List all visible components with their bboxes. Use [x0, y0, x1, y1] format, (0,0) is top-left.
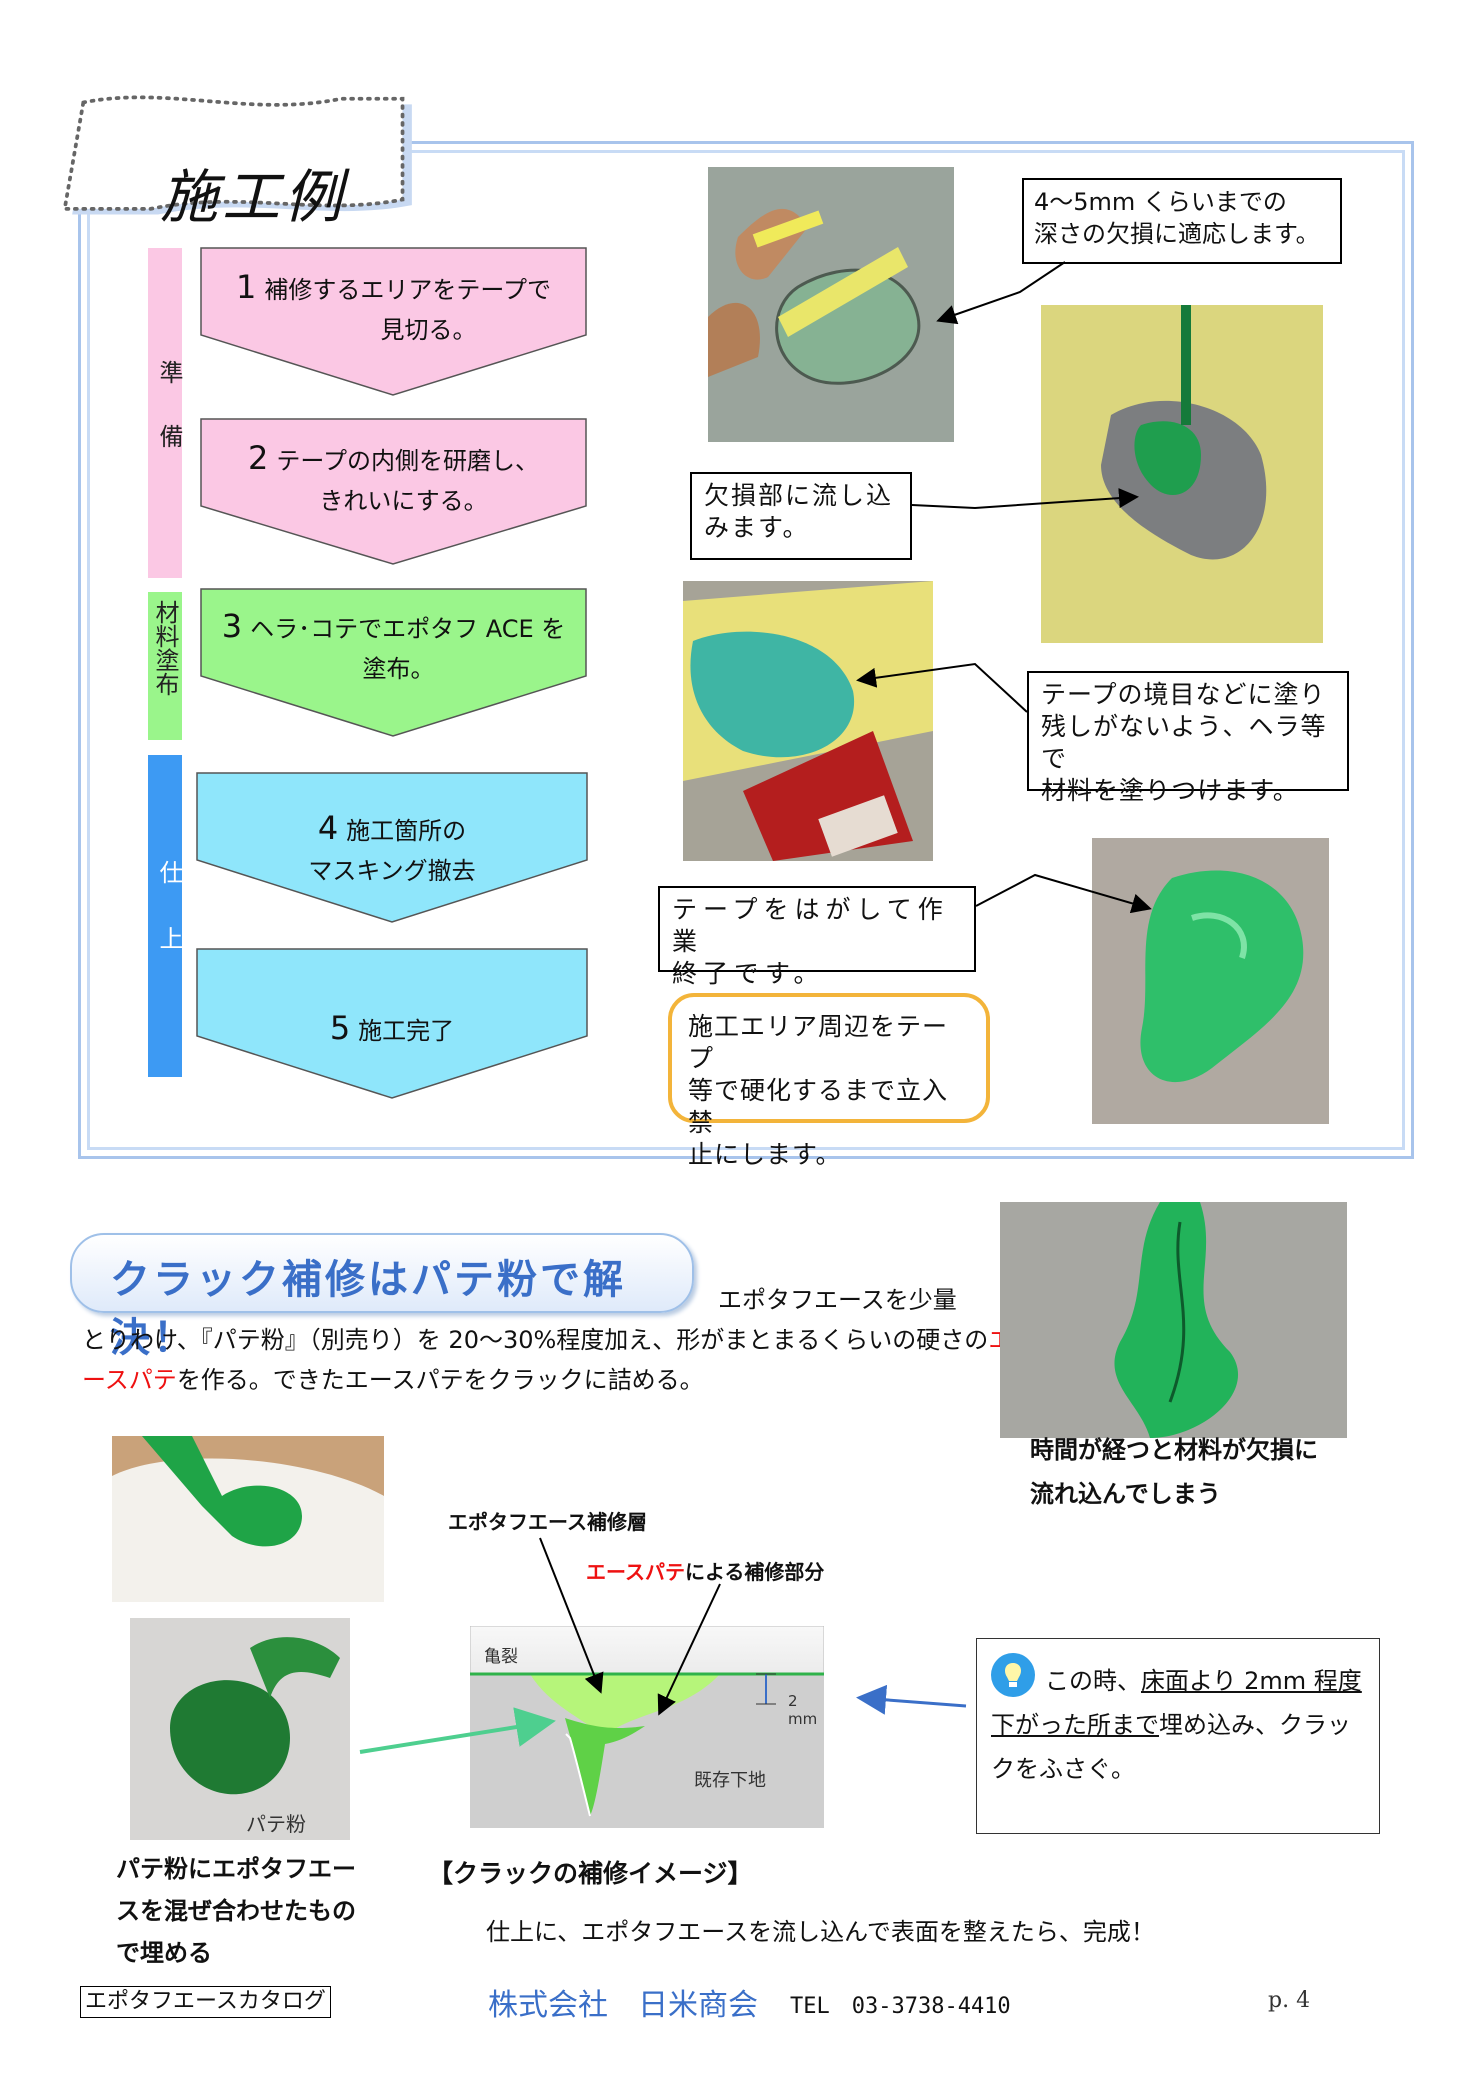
photo-finished — [1092, 838, 1329, 1124]
callout-depth: 4～5mm くらいまでの 深さの欠損に適応します。 — [1022, 178, 1342, 264]
step-2-num: 2 — [248, 439, 269, 477]
crack-heading-text: クラック補修はパテ粉で解決！ — [110, 1257, 626, 1361]
callout-depth-line1: 4～5mm くらいまでの — [1034, 188, 1287, 216]
prep-label: 準備 — [148, 360, 183, 488]
diagram-label-putty: エースパテによる補修部分 — [586, 1556, 824, 1585]
diagram-base-label: 既存下地 — [694, 1770, 766, 1791]
tip-text-c: クをふさぐ。 — [991, 1755, 1135, 1783]
callout-peel: テープをはがして作業 終了です。 — [658, 886, 976, 988]
crack-p1-text: とりわけ、『パテ粉』（別売り）を 20～30%程度加え、形がまとまるくらいの硬さ… — [82, 1326, 989, 1354]
step-4-line1: 施工箇所の — [346, 817, 467, 845]
tip-text-a: この時、 — [1045, 1667, 1141, 1695]
callout-depth-line2: 深さの欠損に適応します。 — [1034, 220, 1320, 248]
photo-putty-mixed: パテ粉20% — [130, 1618, 350, 1840]
callout-spread-line3: 材料を塗りつけます。 — [1041, 776, 1299, 805]
page-title: 施工例 — [160, 163, 347, 231]
prep-bar — [148, 248, 182, 578]
step-5-num: 5 — [329, 1009, 351, 1047]
diagram-crack-label: 亀裂 — [484, 1647, 518, 1667]
diagram-label-putty-rest: による補修部分 — [685, 1560, 825, 1584]
putty-caption-line3: で埋める — [116, 1939, 212, 1967]
crack-paragraph-line1: とりわけ、『パテ粉』（別売り）を 20～30%程度加え、形がまとまるくらいの硬さ… — [82, 1318, 1012, 1362]
putty-caption-line1: パテ粉にエポタフエー — [116, 1855, 356, 1883]
callout-spread: テープの境目などに塗り 残しがないよう、ヘラ等で 材料を塗りつけます。 — [1027, 671, 1349, 805]
material-bar — [148, 592, 182, 740]
title-banner — [62, 95, 412, 215]
callout-pour: 欠損部に流し込 みます。 — [690, 472, 912, 560]
finish-bar — [148, 755, 182, 1077]
step-3-num: 3 — [221, 607, 243, 645]
callout-pour-line2: みます。 — [704, 513, 810, 542]
crack-photo-caption-line1: 時間が経つと材料が欠損に — [1030, 1436, 1318, 1464]
step-2-line1: テープの内側を研磨し、 — [276, 447, 539, 475]
diagram-label-top: エポタフエース補修層 — [448, 1510, 647, 1534]
step-1-line2: 見切る。 — [380, 316, 477, 344]
crack-p2-red: ースパテ — [82, 1366, 177, 1394]
crack-heading: クラック補修はパテ粉で解決！ — [70, 1233, 694, 1361]
photo-pouring — [1041, 305, 1323, 643]
example-frame — [78, 141, 1414, 1159]
footer-tel: TEL 03-3738-4410 — [790, 1994, 1011, 2019]
step-1-num: 1 — [236, 268, 257, 306]
callout-caution: 施工エリア周辺をテープ 等で硬化するまで立入禁 止にします。 — [668, 993, 990, 1169]
step-3-line1: ヘラ･コテでエポタフ ACE を — [250, 615, 566, 643]
tip-text-underline2: 下がった所まで — [991, 1711, 1159, 1739]
photo-spreading — [683, 581, 933, 861]
prep-label-text: 準備 — [155, 360, 183, 488]
footer-company: 株式会社 日米商会 — [488, 1988, 758, 2023]
step-4-num: 4 — [317, 809, 339, 847]
step-2-line2: きれいにする。 — [319, 487, 488, 515]
diagram-label-putty-red: エースパテ — [586, 1560, 685, 1584]
callout-spread-line1: テープの境目などに塗り — [1041, 680, 1326, 709]
putty-caption-line2: スを混ぜ合わせたもの — [116, 1897, 356, 1925]
putty-caption: パテ粉にエポタフエー スを混ぜ合わせたもの で埋める — [116, 1848, 356, 1974]
step-1-line1: 補修するエリアをテープで — [264, 276, 551, 304]
crack-intro-tail: エポタフエースを少量 — [718, 1286, 957, 1314]
step-5-line1: 施工完了 — [358, 1017, 455, 1045]
crack-photo-caption-line2: 流れ込んでしまう — [1030, 1480, 1221, 1508]
callout-pour-line1: 欠損部に流し込 — [704, 481, 894, 510]
tip-text-b: 埋め込み、クラッ — [1159, 1711, 1351, 1739]
callout-caution-line1: 施工エリア周辺をテープ — [688, 1012, 949, 1073]
photo-crack-flow — [1000, 1202, 1347, 1438]
footer-catalog: エポタフエースカタログ — [80, 1986, 331, 2018]
tip-text-underline1: 床面より 2mm 程度 — [1141, 1667, 1362, 1695]
final-note: 仕上に、エポタフエースを流し込んで表面を整えたら、完成！ — [486, 1918, 1155, 1946]
tip-text: この時、床面より 2mm 程度 下がった所まで埋め込み、クラッ クをふさぐ。 — [991, 1659, 1371, 1791]
crack-paragraph-line2: ースパテを作る。できたエースパテをクラックに詰める。 — [82, 1358, 704, 1402]
step-4-line2: マスキング撤去 — [308, 857, 476, 885]
tip-box: この時、床面より 2mm 程度 下がった所まで埋め込み、クラッ クをふさぐ。 — [976, 1638, 1380, 1834]
crack-photo-caption: 時間が経つと材料が欠損に 流れ込んでしまう — [1030, 1428, 1318, 1516]
lightbulb-icon — [991, 1653, 1035, 1697]
finish-label: 仕上 — [148, 860, 183, 992]
callout-peel-line2: 終了です。 — [672, 959, 825, 988]
diagram-caption: 【クラックの補修イメージ】 — [428, 1859, 753, 1888]
callout-caution-line2: 等で硬化するまで立入禁 — [688, 1076, 949, 1137]
putty-label: パテ粉20% — [246, 1812, 306, 1840]
crack-diagram: 亀裂 2 mm 既存下地 — [469, 1625, 825, 1829]
callout-peel-line1: テープをはがして作業 — [672, 895, 949, 956]
step-3-line2: 塗布。 — [362, 655, 435, 683]
callout-spread-line2: 残しがないよう、ヘラ等で — [1041, 712, 1327, 773]
diagram-depth-label: 2 mm — [788, 1692, 818, 1728]
callout-arrows — [856, 261, 1152, 914]
footer-page: p. 4 — [1268, 1988, 1311, 2013]
material-label-text: 材料塗布 — [151, 600, 179, 696]
callout-caution-line3: 止にします。 — [688, 1140, 842, 1169]
crack-p2-text: を作る。できたエースパテをクラックに詰める。 — [176, 1366, 704, 1394]
photo-taping — [708, 167, 954, 442]
material-label: 材料塗布 — [148, 600, 182, 696]
photo-putty-powder — [112, 1436, 384, 1602]
finish-label-text: 仕上 — [155, 860, 183, 992]
